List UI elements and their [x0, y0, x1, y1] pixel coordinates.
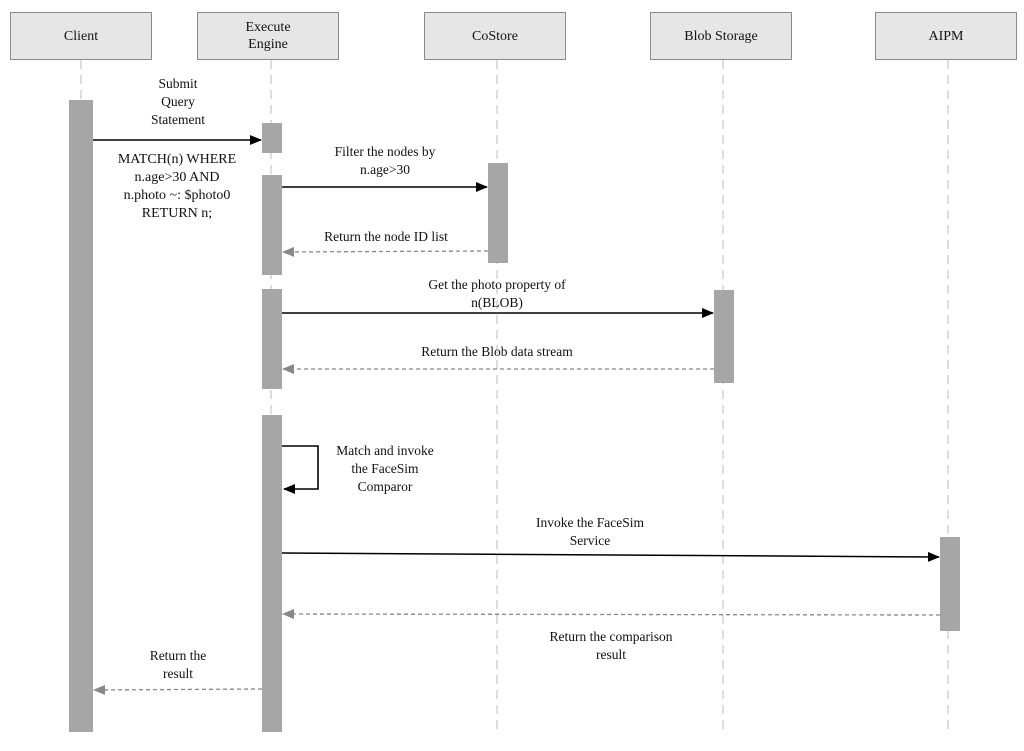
- label-filter-nodes: Filter the nodes by n.age>30: [334, 144, 436, 177]
- label-return-result: Return the result: [149, 648, 207, 681]
- activation-bars: [69, 100, 960, 732]
- label-return-blob: Return the Blob data stream: [421, 344, 573, 359]
- label-submit-query: Submit Query Statement: [151, 76, 205, 127]
- activation-engine-1: [262, 123, 282, 153]
- activation-costore: [488, 163, 508, 263]
- activation-engine-2: [262, 175, 282, 275]
- activation-engine-4: [262, 415, 282, 732]
- participant-client: Client: [10, 12, 152, 60]
- participant-aipm: AIPM: [875, 12, 1017, 60]
- label-invoke-service: Invoke the FaceSim Service: [536, 515, 644, 548]
- arrow-invoke-service: [281, 551, 940, 562]
- arrow-return-result: [93, 684, 263, 695]
- label-return-comparison: Return the comparison result: [549, 629, 673, 662]
- activation-blob-storage: [714, 290, 734, 383]
- arrow-return-comparison: [282, 609, 941, 620]
- label-return-node-ids: Return the node ID list: [324, 229, 448, 244]
- activation-engine-3: [262, 289, 282, 389]
- participant-blob-storage: Blob Storage: [650, 12, 792, 60]
- label-match-query: MATCH(n) WHERE n.age>30 AND n.photo ~: $…: [117, 152, 237, 221]
- arrow-return-node-ids: [282, 246, 489, 257]
- participant-execute-engine: Execute Engine: [197, 12, 339, 60]
- activation-aipm: [940, 537, 960, 631]
- activation-client: [69, 100, 93, 732]
- arrow-self-match-invoke: [282, 445, 319, 494]
- label-match-invoke: Match and invoke the FaceSim Comparor: [336, 443, 434, 494]
- label-get-photo: Get the photo property of n(BLOB): [428, 277, 566, 310]
- participant-costore: CoStore: [424, 12, 566, 60]
- message-arrows: [93, 135, 941, 695]
